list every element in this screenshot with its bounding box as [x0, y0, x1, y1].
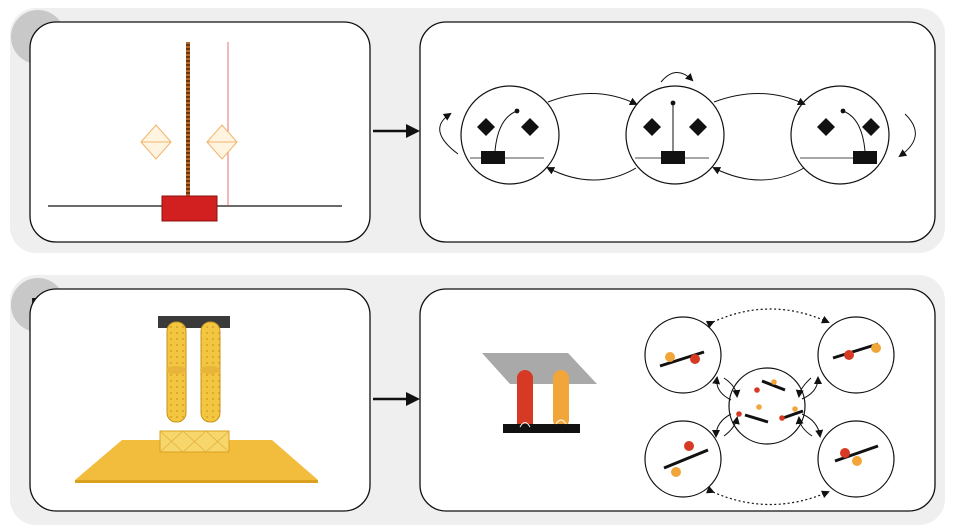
state-right	[790, 85, 890, 185]
state-left	[460, 85, 560, 185]
cartpole-cart	[161, 195, 218, 222]
state-top-right	[817, 316, 895, 394]
cartpole-pole	[186, 42, 190, 200]
transition-right-to-middle	[712, 167, 805, 181]
cartpole-render	[48, 42, 342, 222]
cartpole-target-diamond-right	[206, 124, 238, 160]
panel-b-diagram-box	[419, 288, 936, 512]
self-loop-right-icon	[898, 113, 916, 158]
state-top-left	[644, 316, 722, 394]
transition-middle-to-right	[713, 93, 806, 106]
robot-render	[75, 316, 318, 483]
self-loop-left-icon	[439, 112, 459, 155]
transition-center-to-bottom-right	[801, 413, 824, 438]
panel-a-render-box	[29, 21, 371, 243]
transition-left-to-middle	[547, 93, 638, 105]
robot-schematic	[482, 353, 597, 433]
schematic-base-bar	[503, 424, 580, 433]
transition-center-to-top-left	[712, 376, 732, 401]
state-bottom-right	[817, 420, 895, 498]
transition-top-dotted	[705, 308, 830, 329]
transition-bottom-left-to-center	[723, 416, 740, 437]
cartpole-target-diamond-left	[140, 124, 172, 160]
schematic-leg-orange	[553, 370, 569, 428]
robot-state-diagram	[644, 308, 895, 506]
transition-top-right-to-center	[795, 377, 812, 398]
transition-bottom-dotted	[705, 485, 830, 506]
transition-top-left-to-center	[723, 377, 741, 398]
cartpole-state-diagram	[439, 72, 916, 185]
transition-center-to-bottom-left	[712, 413, 732, 438]
self-loop-middle-icon	[660, 72, 694, 83]
state-center	[728, 367, 806, 445]
transition-bottom-right-to-center	[795, 416, 813, 437]
transition-middle-to-left	[546, 167, 637, 181]
transition-center-to-top-right	[801, 376, 822, 400]
state-bottom-left	[644, 420, 722, 498]
schematic-leg-red	[517, 370, 533, 433]
robot-floor	[75, 440, 318, 480]
state-middle	[625, 85, 725, 185]
